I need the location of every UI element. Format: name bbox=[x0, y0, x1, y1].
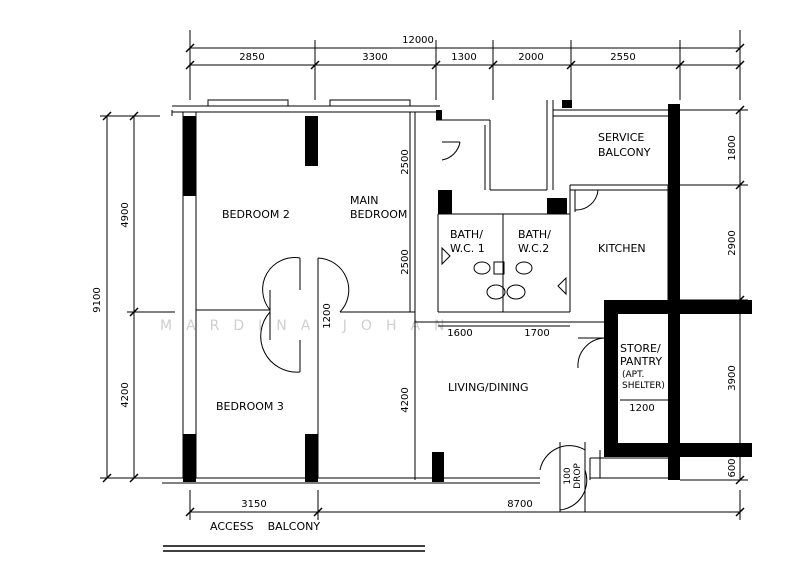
service-balcony-label-2: BALCONY bbox=[598, 146, 651, 159]
dim-inner-upper: 2500 bbox=[400, 149, 411, 174]
service-balcony-label-1: SERVICE bbox=[598, 131, 644, 144]
dim-inner-small: 1200 bbox=[322, 303, 333, 328]
top-dimension-lines bbox=[185, 30, 745, 100]
drop-label-1: 100 bbox=[563, 467, 573, 484]
dim-bath-1: 1600 bbox=[447, 328, 472, 339]
thin-walls bbox=[162, 99, 680, 484]
living-dining-label: LIVING/DINING bbox=[448, 381, 529, 394]
dim-bottom-1: 3150 bbox=[241, 499, 266, 510]
dim-bottom-2: 8700 bbox=[507, 499, 532, 510]
store-label-1: STORE/ bbox=[620, 342, 661, 355]
drop-label-2: DROP bbox=[573, 463, 583, 489]
main-bedroom-label-1: MAIN bbox=[350, 194, 379, 207]
dim-top-total: 12000 bbox=[402, 35, 434, 46]
bedroom-3-label: BEDROOM 3 bbox=[216, 400, 284, 413]
dim-right-2: 2900 bbox=[727, 230, 738, 255]
dim-right-1: 1800 bbox=[727, 135, 738, 160]
dim-store-width: 1200 bbox=[629, 403, 654, 414]
dim-left-lower: 4200 bbox=[120, 382, 131, 407]
dim-inner-lower: 2500 bbox=[400, 249, 411, 274]
dim-left-total: 9100 bbox=[92, 287, 103, 312]
dim-top-1: 2850 bbox=[239, 52, 264, 63]
dim-left-upper: 4900 bbox=[120, 202, 131, 227]
bath-1-label-2: W.C. 1 bbox=[450, 242, 485, 255]
dim-top-2: 3300 bbox=[362, 52, 387, 63]
bath-2-label-1: BATH/ bbox=[518, 228, 551, 241]
store-label-3: (APT. bbox=[622, 370, 644, 380]
bedroom-2-label: BEDROOM 2 bbox=[222, 208, 290, 221]
doors bbox=[260, 141, 605, 512]
dim-top-4: 2000 bbox=[518, 52, 543, 63]
bath-1-label-1: BATH/ bbox=[450, 228, 483, 241]
store-label-4: SHELTER) bbox=[622, 381, 665, 391]
access-balcony-label: ACCESS BALCONY bbox=[210, 520, 320, 533]
dim-right-3: 3900 bbox=[727, 365, 738, 390]
thick-walls bbox=[183, 100, 752, 482]
dim-living-vertical: 4200 bbox=[400, 387, 411, 412]
bottom-dimension-lines bbox=[163, 490, 745, 552]
dim-top-3: 1300 bbox=[451, 52, 476, 63]
left-dimension-lines bbox=[100, 111, 175, 483]
bath-2-label-2: W.C.2 bbox=[518, 242, 549, 255]
store-label-2: PANTRY bbox=[620, 355, 662, 368]
dim-right-4: 600 bbox=[727, 458, 738, 477]
kitchen-label: KITCHEN bbox=[598, 242, 646, 255]
right-dimension-lines bbox=[680, 105, 748, 485]
main-bedroom-label-2: BEDROOM bbox=[350, 208, 407, 221]
dim-bath-2: 1700 bbox=[524, 328, 549, 339]
dim-top-5: 2550 bbox=[610, 52, 635, 63]
watermark: MARDINA JOHAN bbox=[160, 318, 459, 334]
